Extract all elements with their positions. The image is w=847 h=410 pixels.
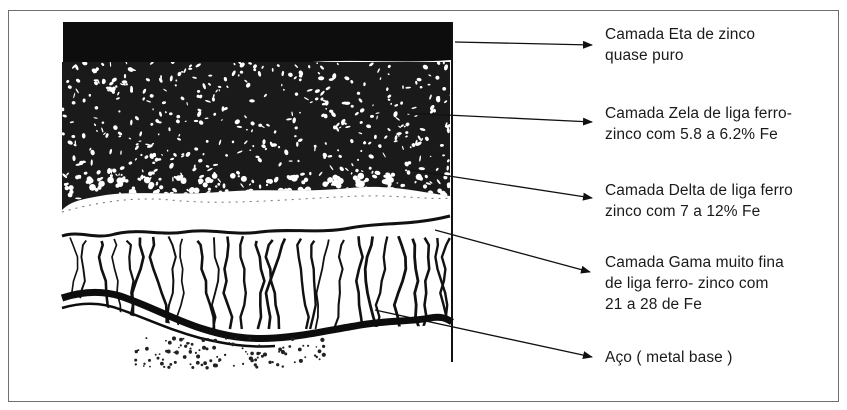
delta-layer bbox=[62, 196, 452, 212]
steel-boundary-line bbox=[62, 292, 452, 338]
eta-layer bbox=[63, 22, 451, 66]
arrow-gama bbox=[435, 230, 590, 272]
arrow-eta bbox=[455, 42, 592, 45]
gama-layer bbox=[70, 236, 450, 329]
gama-top-boundary bbox=[62, 216, 450, 236]
steel-base-region bbox=[134, 336, 326, 369]
label-zeta-layer: Camada Zela de liga ferro- zinco com 5.8… bbox=[605, 103, 840, 145]
label-delta-layer: Camada Delta de liga ferro zinco com 7 a… bbox=[605, 180, 840, 222]
label-gama-layer: Camada Gama muito fina de liga ferro- zi… bbox=[605, 252, 840, 315]
label-eta-layer: Camada Eta de zinco quase puro bbox=[605, 24, 840, 66]
label-aco-base: Aço ( metal base ) bbox=[605, 347, 840, 368]
arrow-aco bbox=[375, 310, 592, 357]
zeta-layer bbox=[61, 58, 454, 218]
